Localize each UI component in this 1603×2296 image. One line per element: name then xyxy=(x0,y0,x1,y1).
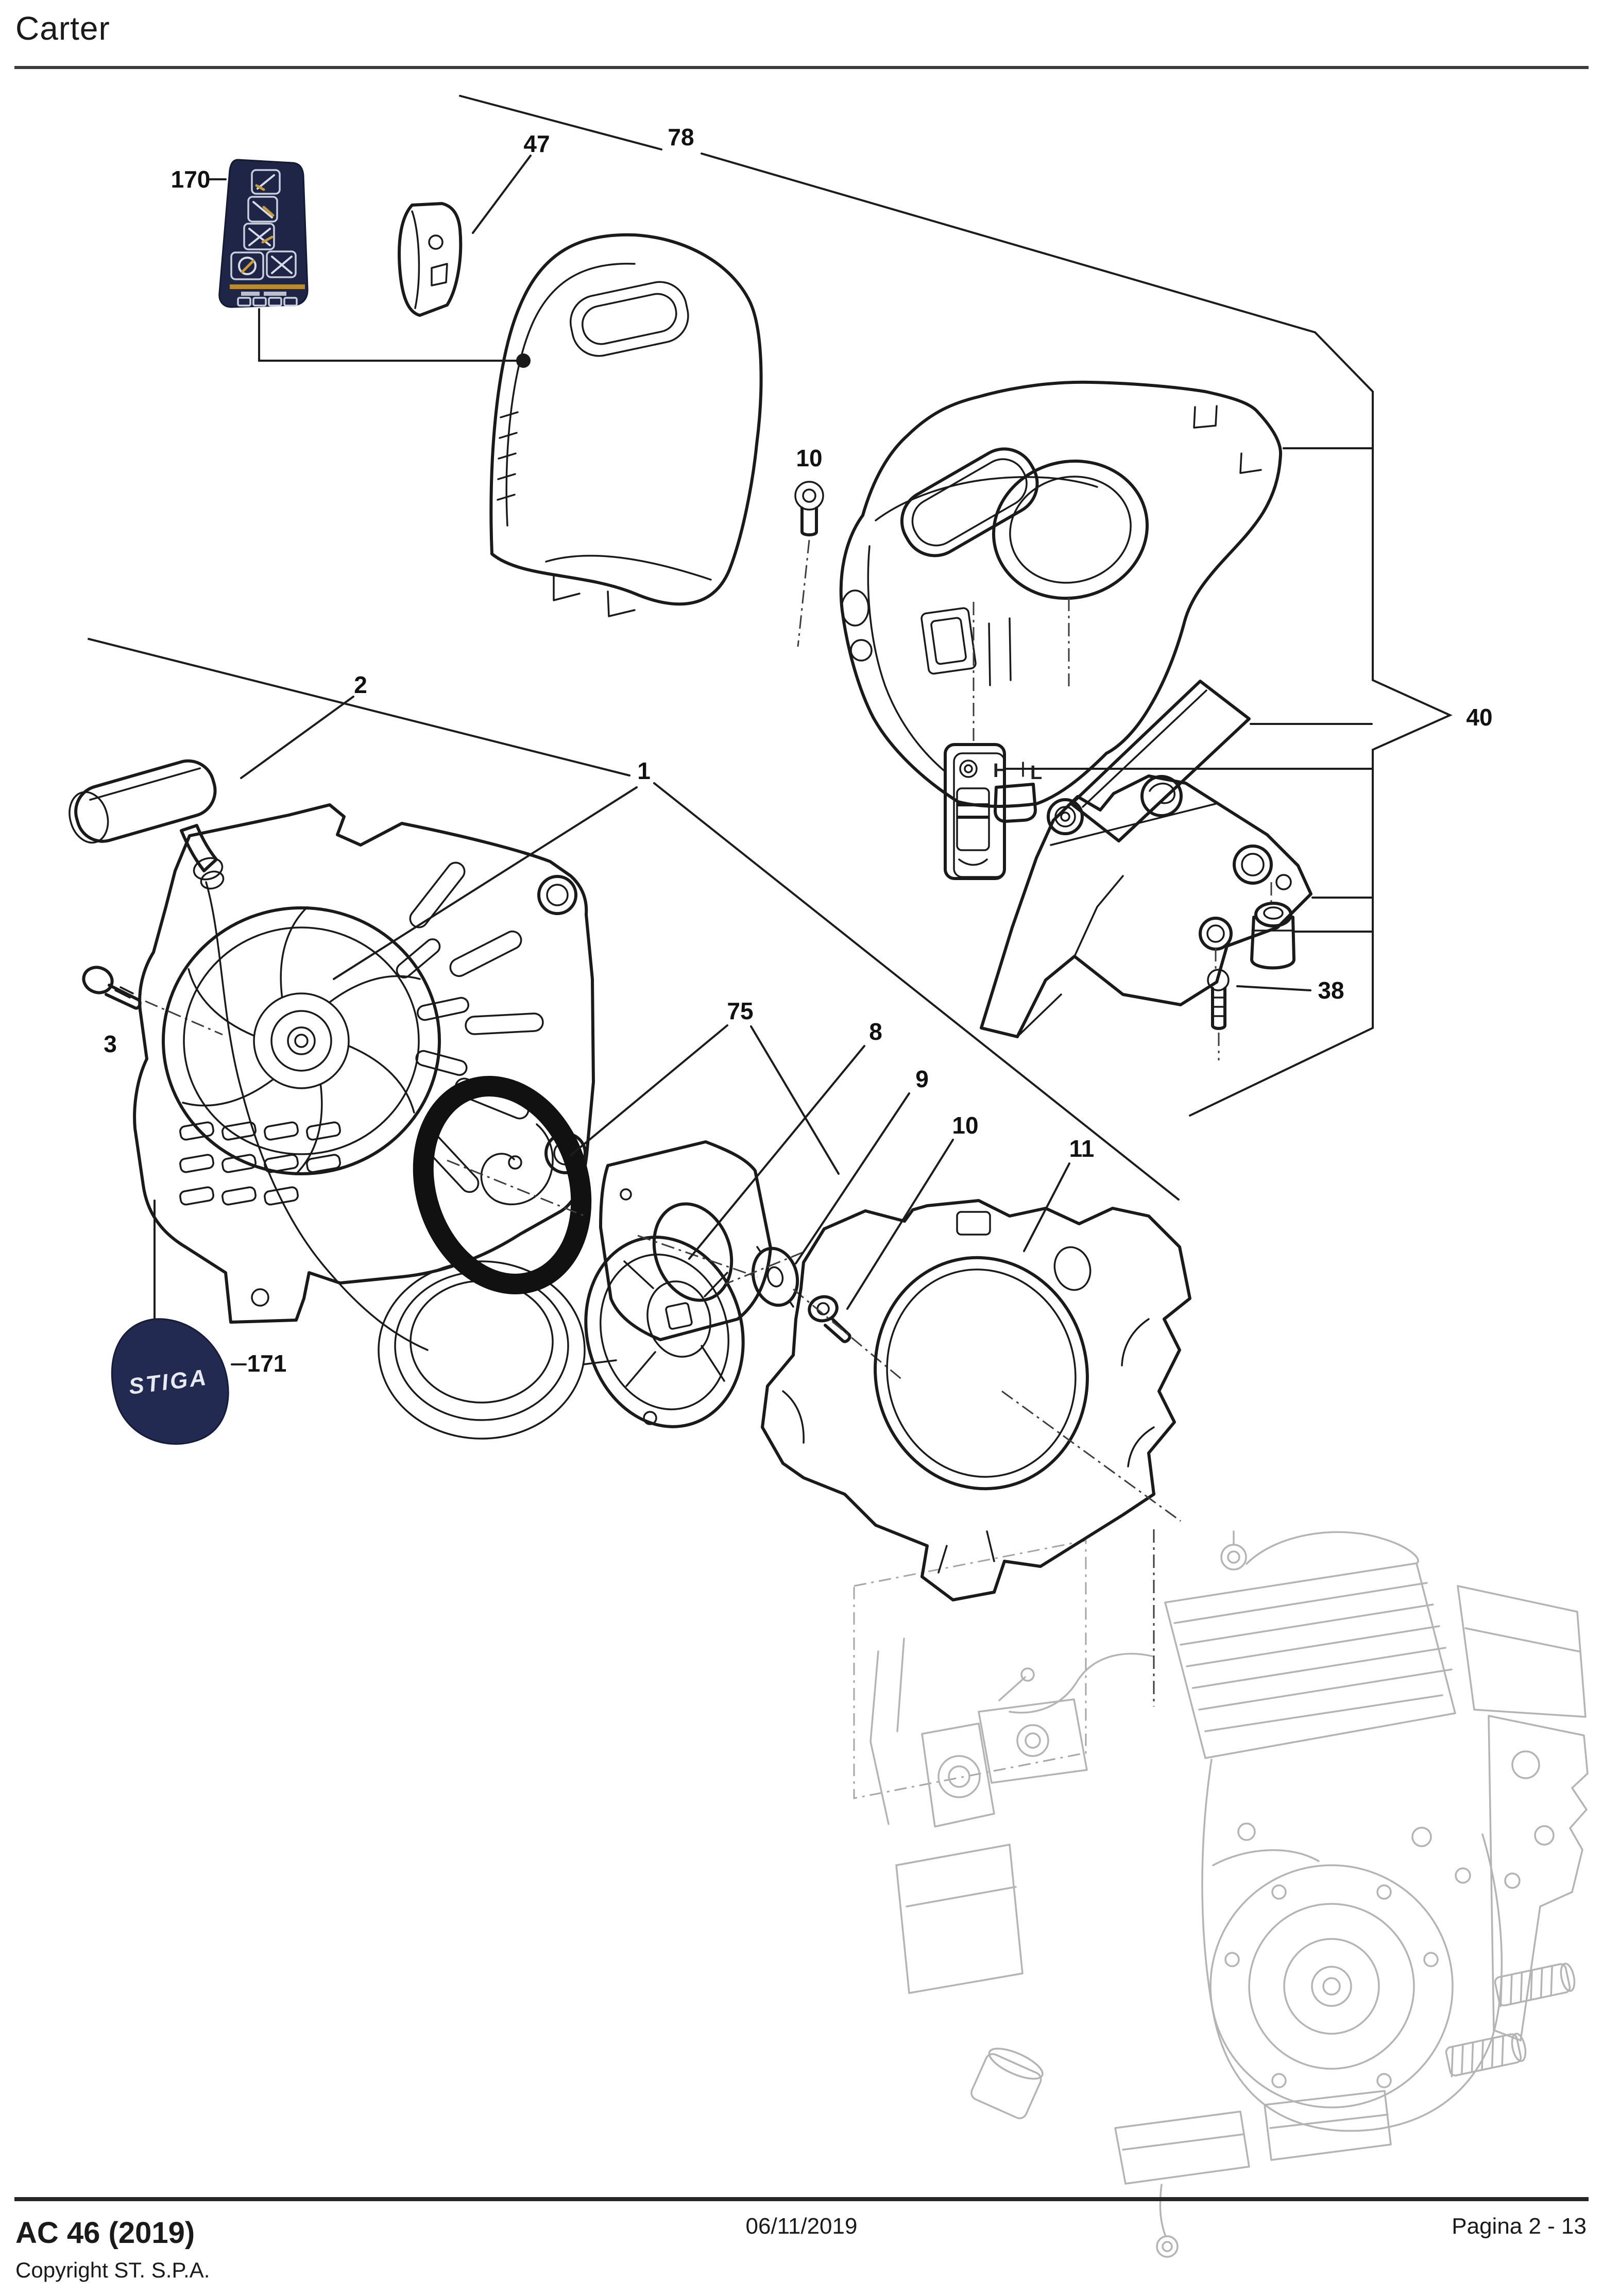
starter-handle-2 xyxy=(69,759,225,890)
stiga-badge-171: STIGA xyxy=(111,1200,247,1445)
top-cover xyxy=(489,233,763,617)
header-divider xyxy=(14,66,1589,69)
cylinder-cover: H L xyxy=(839,380,1283,823)
page-title: Carter xyxy=(15,10,110,47)
callout-9: 9 xyxy=(915,1066,929,1092)
footer-date: 06/11/2019 xyxy=(745,2214,858,2239)
rubber-buffer xyxy=(1250,902,1295,970)
callout-47: 47 xyxy=(523,130,550,157)
callout-38: 38 xyxy=(1318,977,1344,1004)
starter-rope xyxy=(205,881,429,1351)
callout-8: 8 xyxy=(869,1018,882,1045)
engine-assembly-ghost xyxy=(853,1530,1589,2258)
cover-marking-l: L xyxy=(1030,762,1042,784)
callout-171: 171 xyxy=(247,1350,287,1377)
footer-copyright: Copyright ST. S.P.A. xyxy=(15,2258,210,2282)
foam-plate xyxy=(1070,680,1251,842)
footer-divider xyxy=(14,2197,1589,2201)
callout-170: 170 xyxy=(171,166,211,193)
screw-38 xyxy=(1207,969,1230,1060)
washer-9 xyxy=(751,1246,799,1308)
recoil-spring-75 xyxy=(413,1076,592,1294)
callout-2: 2 xyxy=(354,671,367,698)
vent-slots-grid xyxy=(179,1121,341,1206)
starter-pulley-8 xyxy=(584,1236,745,1428)
decal-position-dot xyxy=(516,353,531,368)
keyhole-recess xyxy=(900,447,1149,600)
leader-lines xyxy=(88,95,1453,1310)
callout-75: 75 xyxy=(727,998,753,1024)
spring-plate xyxy=(599,1140,772,1341)
screw-10-top xyxy=(794,481,824,647)
callout-3: 3 xyxy=(104,1031,117,1057)
screw-10-pulley xyxy=(447,1159,903,1381)
starter-housing-1 xyxy=(133,803,595,1324)
footer-model: AC 46 (2019) xyxy=(15,2216,195,2250)
screw-3 xyxy=(82,966,223,1036)
callout-10-pulley: 10 xyxy=(952,1112,978,1139)
warning-decal-170 xyxy=(218,159,309,308)
side-cover-47 xyxy=(398,202,463,317)
callout-labels: 170 47 78 10 40 2 3 1 75 8 9 10 11 38 17… xyxy=(104,124,1492,1377)
callout-1: 1 xyxy=(637,757,651,784)
fan-housing-11 xyxy=(725,1199,1191,1707)
callout-10-top: 10 xyxy=(796,445,822,471)
fan-blades xyxy=(182,906,421,1175)
callout-11: 11 xyxy=(1069,1135,1095,1162)
footer-page-number: Pagina 2 - 13 xyxy=(1452,2214,1587,2239)
baffle-plate xyxy=(980,774,1312,1038)
callout-40: 40 xyxy=(1466,704,1492,731)
callout-78: 78 xyxy=(668,124,694,150)
ignition-switch xyxy=(944,743,1006,880)
group-bracket-40 xyxy=(1004,331,1453,1117)
